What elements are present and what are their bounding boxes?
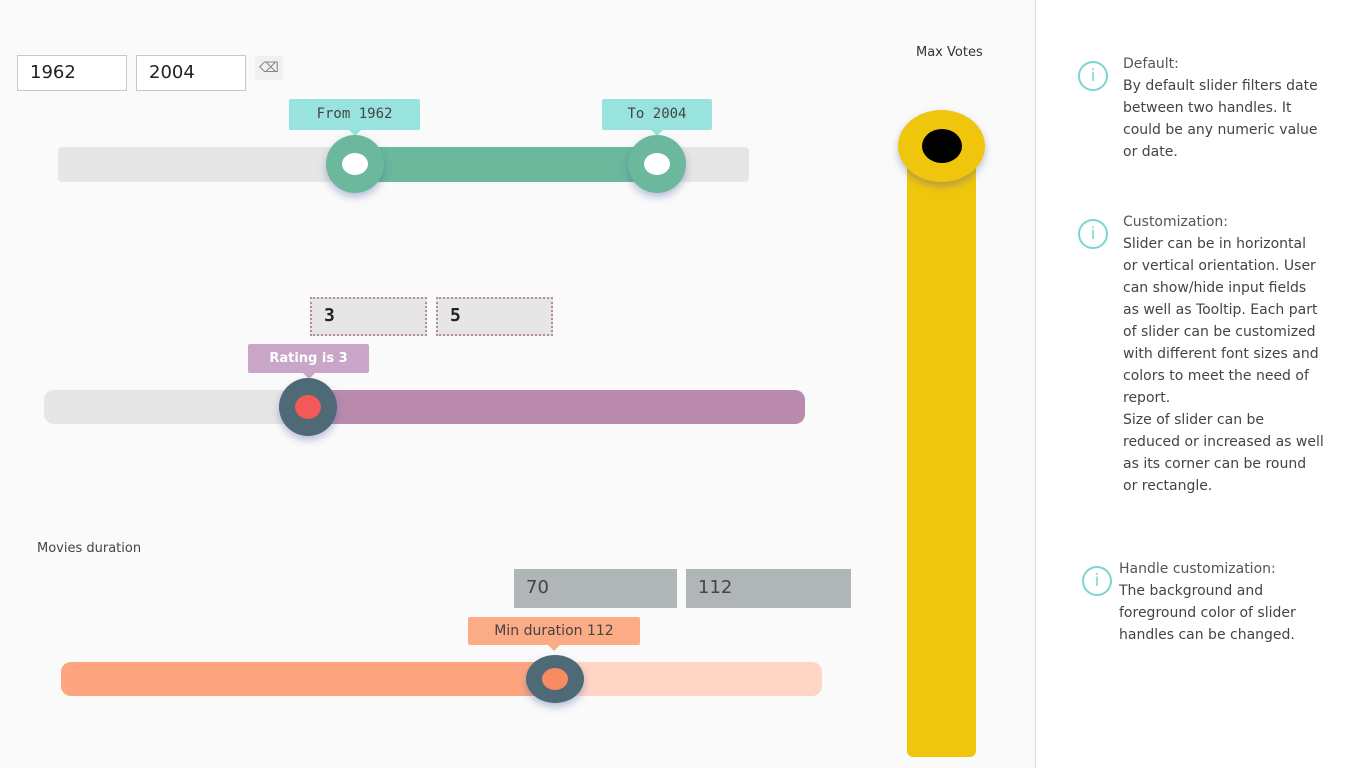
demo-panel: 1962 2004 ⌫ From 1962 To 2004 3 5 Rating… (17, 0, 1036, 768)
info-title: Default: (1123, 56, 1179, 72)
votes-track[interactable] (907, 140, 976, 757)
duration-label: Movies duration (37, 541, 142, 556)
rating-handle[interactable] (279, 378, 337, 436)
year-from-handle[interactable] (326, 135, 384, 193)
info-icon: i (1082, 566, 1112, 596)
info-default: i Default: By default slider filters dat… (1078, 53, 1358, 163)
duration-fill (61, 662, 555, 696)
info-handle: i Handle customization: The background a… (1082, 558, 1362, 646)
year-to-handle[interactable] (628, 135, 686, 193)
year-to-tooltip: To 2004 (602, 99, 712, 136)
year-from-tooltip: From 1962 (289, 99, 420, 136)
duration-handle[interactable] (526, 655, 584, 703)
rating-from-input[interactable]: 3 (310, 297, 427, 336)
info-title: Handle customization: (1119, 561, 1276, 577)
votes-label: Max Votes (916, 45, 983, 60)
info-icon: i (1078, 219, 1108, 249)
duration-from-input[interactable]: 70 (514, 569, 677, 608)
votes-handle[interactable] (898, 110, 985, 182)
rating-to-input[interactable]: 5 (436, 297, 553, 336)
info-body: By default slider filters date between t… (1123, 78, 1318, 160)
info-title: Customization: (1123, 214, 1228, 230)
info-body: The background and foreground color of s… (1119, 583, 1296, 643)
duration-tooltip: Min duration 112 (468, 617, 640, 651)
year-to-input[interactable]: 2004 (136, 55, 246, 91)
duration-to-input[interactable]: 112 (686, 569, 851, 608)
rating-fill (308, 390, 805, 424)
eraser-icon[interactable]: ⌫ (255, 56, 283, 80)
info-icon: i (1078, 61, 1108, 91)
year-from-input[interactable]: 1962 (17, 55, 127, 91)
info-body: Slider can be in horizontal or vertical … (1123, 236, 1324, 494)
rating-tooltip: Rating is 3 (248, 344, 369, 379)
year-range-fill (355, 147, 657, 182)
info-customization: i Customization: Slider can be in horizo… (1078, 211, 1358, 497)
